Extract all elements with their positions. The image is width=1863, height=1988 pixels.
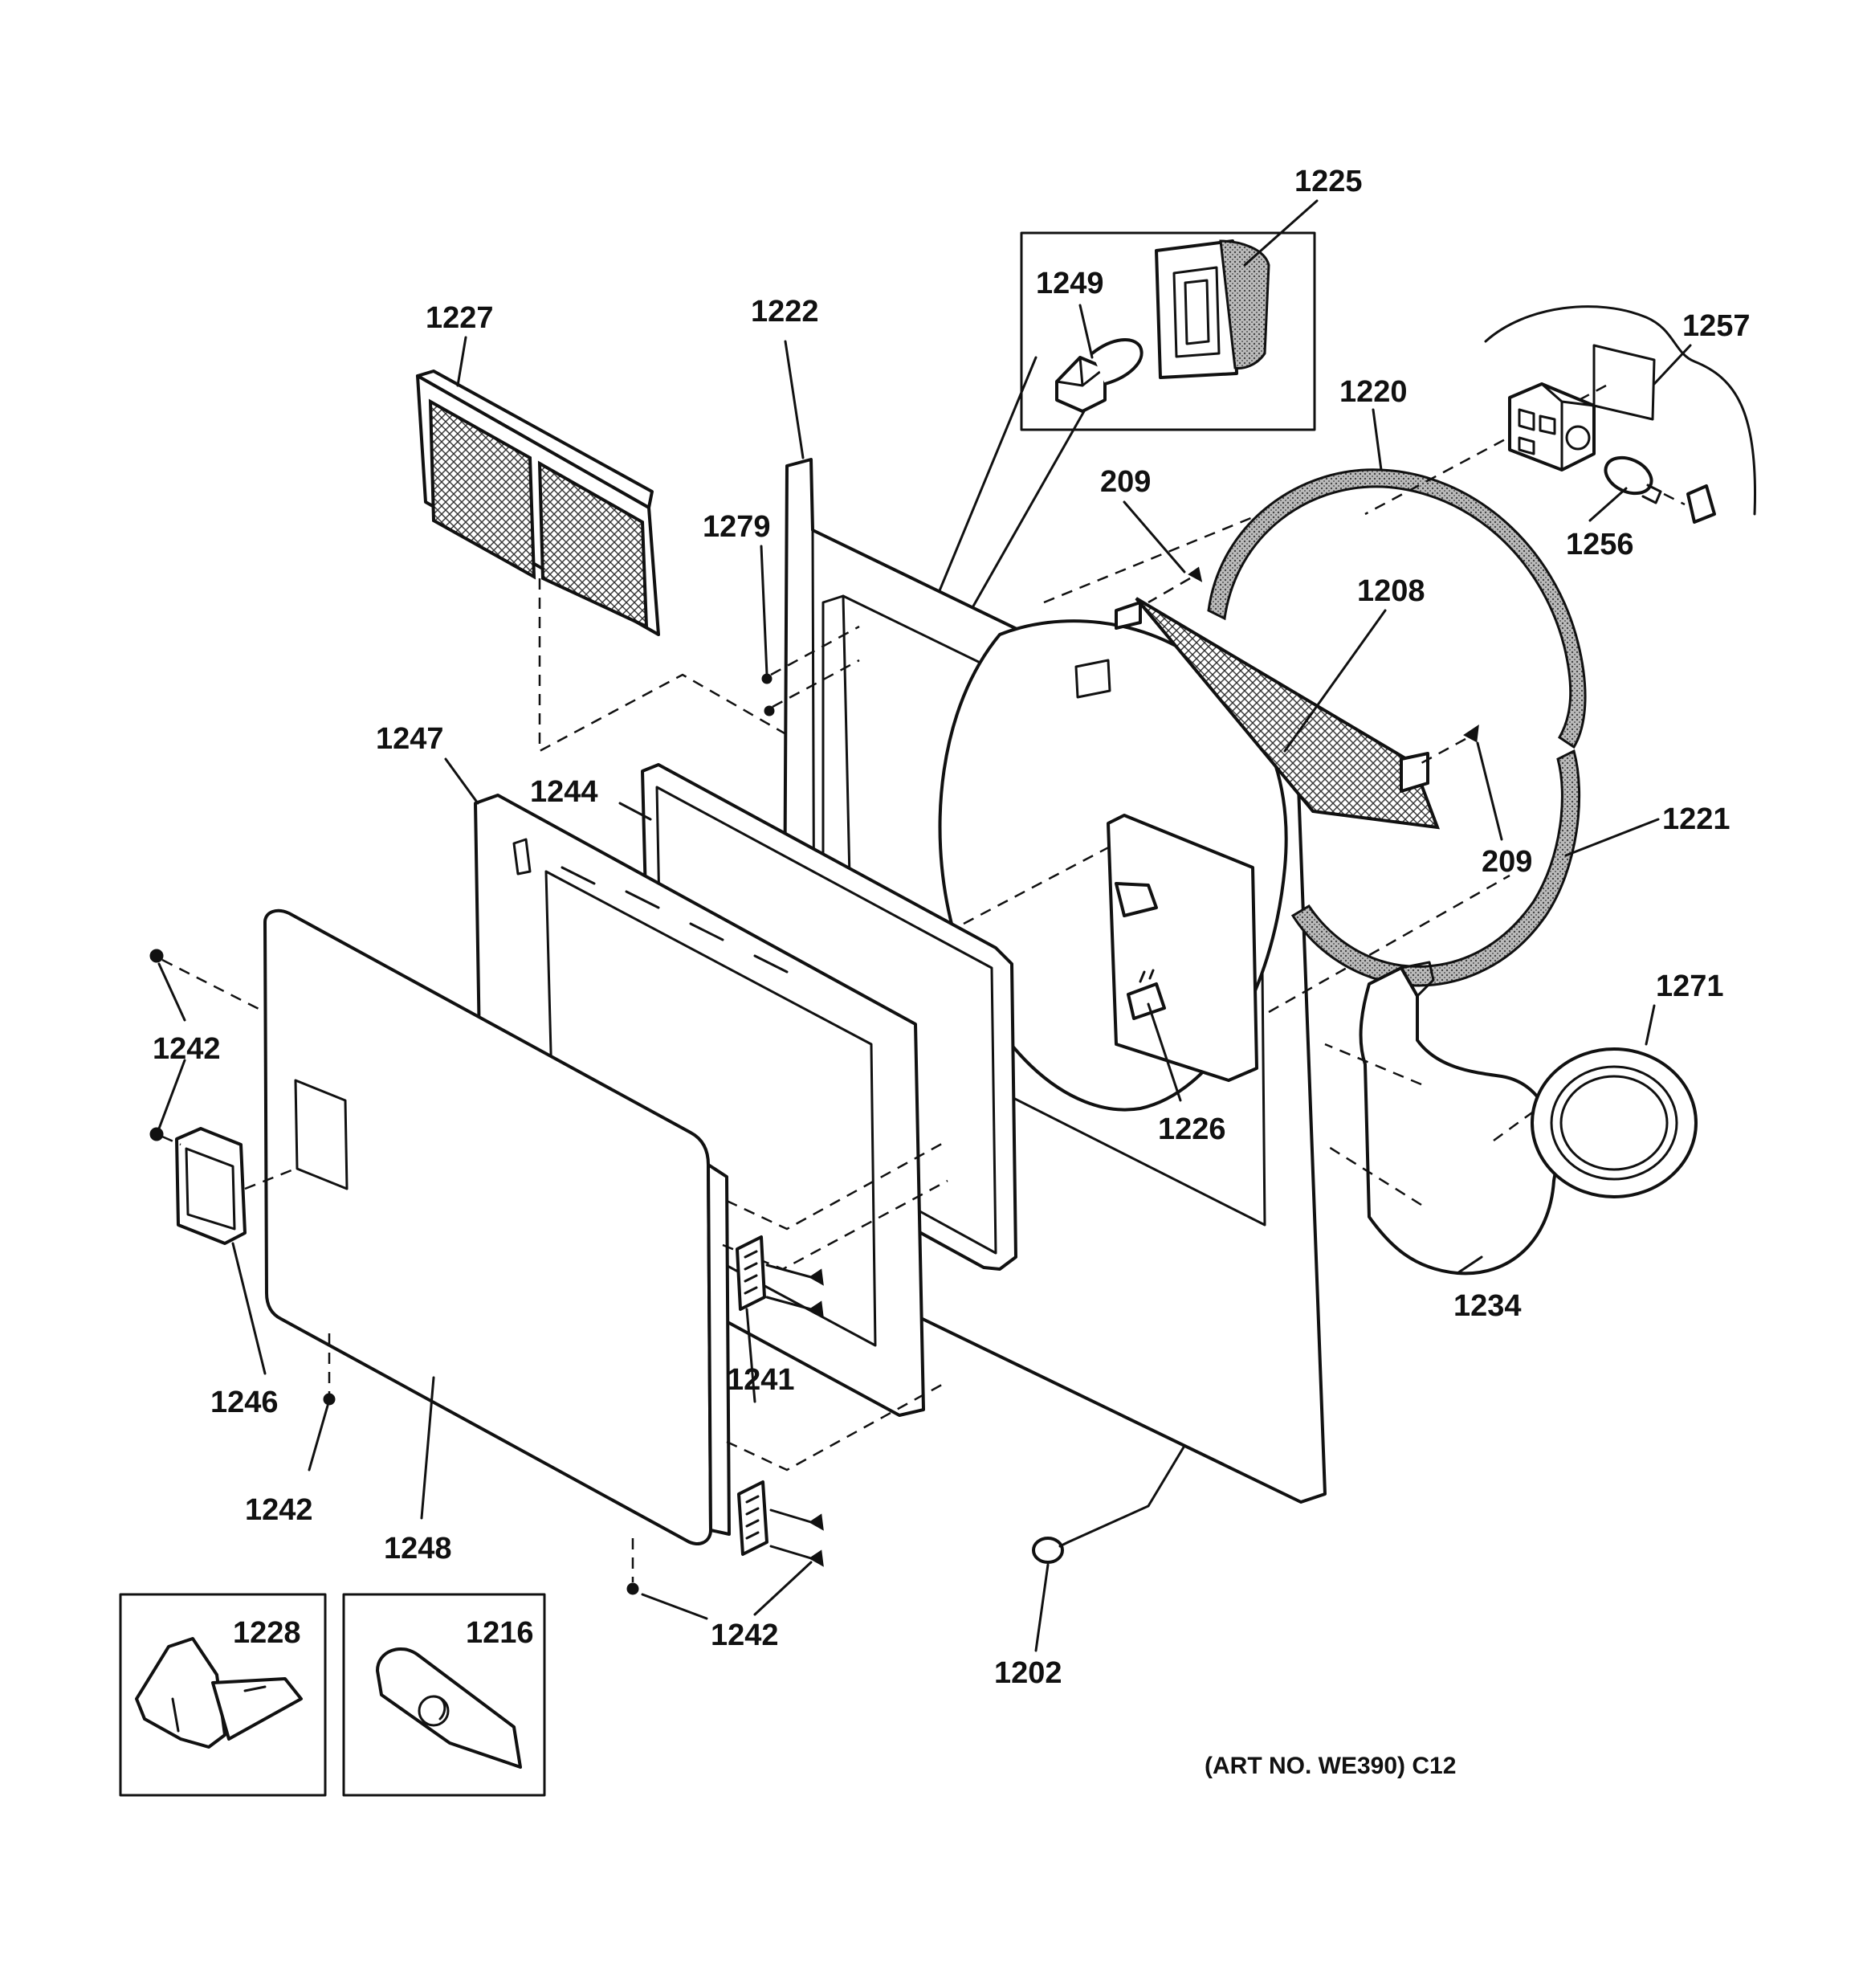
callout-1247: 1247 [376, 722, 444, 756]
callout-209-lower: 209 [1482, 845, 1532, 879]
callout-1228: 1228 [233, 1616, 301, 1650]
drum-dash-guide-1 [963, 512, 1510, 1014]
callout-1241: 1241 [727, 1363, 795, 1397]
callout-labels: 1225 1249 1227 1222 1257 1220 209 1279 1… [153, 165, 1751, 1779]
callout-209-upper: 209 [1100, 465, 1151, 499]
callout-1279: 1279 [703, 510, 771, 544]
callout-1242-hinge: 1242 [711, 1619, 779, 1652]
callout-1202: 1202 [994, 1656, 1062, 1690]
part-1257-light-assembly [1364, 305, 1757, 516]
part-1242-door-screws [149, 949, 639, 1595]
callout-1226: 1226 [1158, 1112, 1226, 1146]
part-1248-outer-door [263, 908, 731, 1545]
callout-1222: 1222 [751, 295, 819, 329]
leader-lines [157, 199, 1692, 1652]
part-1271-seal-ring [1531, 1047, 1698, 1198]
part-1234-blower-duct [1324, 961, 1583, 1276]
callout-1256: 1256 [1566, 528, 1634, 561]
callout-1242-left: 1242 [153, 1032, 221, 1066]
inset-1228-box [119, 1593, 327, 1797]
part-1220-upper-felt-seal [1207, 468, 1587, 749]
part-209-screw-lower [1421, 724, 1479, 765]
callout-1234: 1234 [1453, 1289, 1522, 1323]
part-1246-handle [175, 1127, 247, 1245]
callout-1220: 1220 [1339, 375, 1408, 409]
callout-1216: 1216 [466, 1616, 534, 1650]
callout-1257: 1257 [1682, 309, 1751, 343]
part-1226-door-switch [1127, 969, 1166, 1020]
part-1227-filter-grille [416, 369, 660, 636]
hinge-screws [765, 1263, 824, 1567]
part-1249-connector [1055, 337, 1143, 413]
part-1241-hinge-lower [737, 1480, 768, 1556]
filter-dash-guide [538, 578, 1062, 940]
inset-detail-box [1020, 231, 1316, 431]
part-1208-lint-duct [1115, 597, 1441, 830]
inset-1216-box [342, 1593, 546, 1797]
callout-1208: 1208 [1357, 574, 1425, 608]
art-number-caption: (ART NO. WE390) C12 [1205, 1753, 1456, 1779]
part-1279-screws [761, 625, 860, 716]
door-dash-guide-3 [726, 1380, 948, 1472]
callout-1246: 1246 [210, 1386, 279, 1419]
callout-1244: 1244 [530, 775, 598, 809]
callout-1248: 1248 [384, 1532, 452, 1565]
callout-1271: 1271 [1656, 970, 1724, 1003]
callout-1221: 1221 [1662, 802, 1731, 836]
part-209-screw-upper [1148, 566, 1203, 604]
callout-1242-bottom: 1242 [245, 1493, 313, 1527]
part-1221-lower-felt-seal [1290, 749, 1581, 987]
part-1256-bulb [1604, 455, 1716, 524]
door-dash-guide-1 [726, 1139, 948, 1231]
callout-1225: 1225 [1294, 165, 1363, 198]
part-1202-foot [1032, 1537, 1070, 1564]
part-1241-hinge-upper [736, 1235, 766, 1311]
callout-1227: 1227 [426, 301, 494, 335]
callout-1249: 1249 [1036, 267, 1104, 300]
part-1225-switch-housing [1155, 239, 1270, 379]
